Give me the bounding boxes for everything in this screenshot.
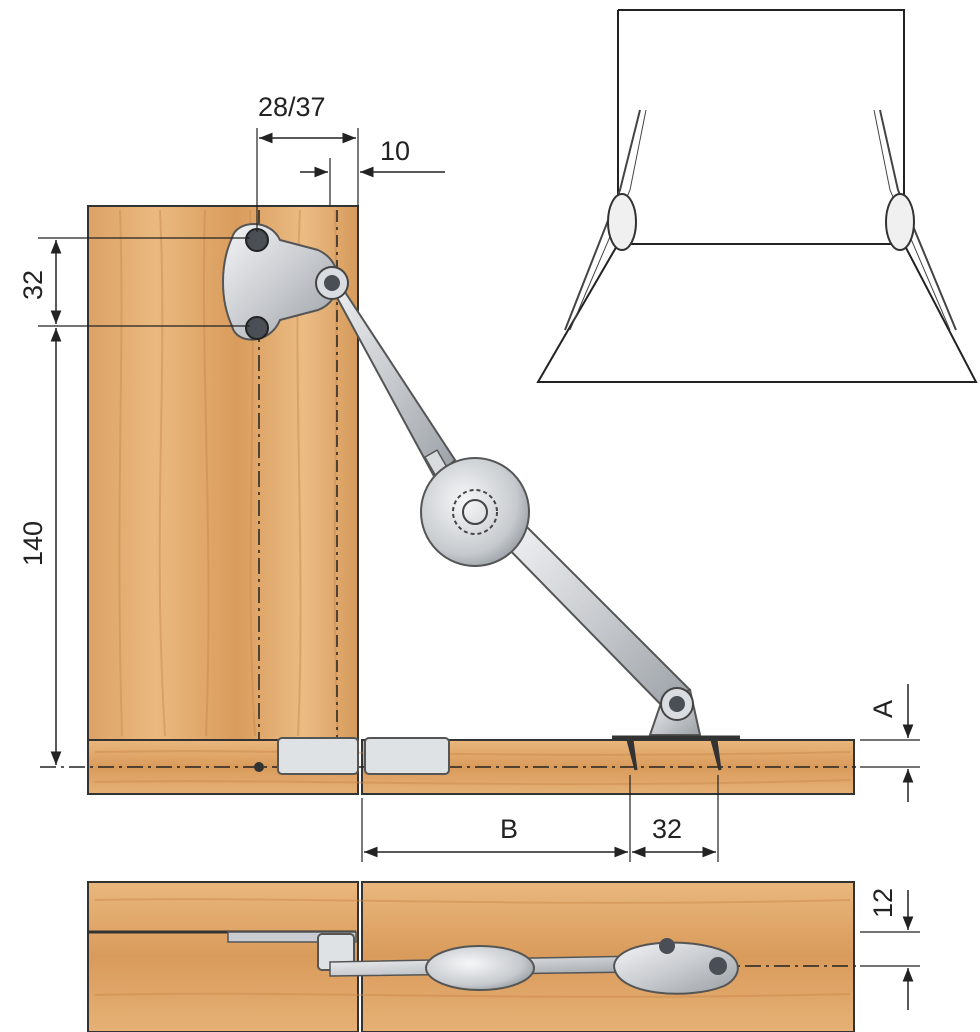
dim-edge-distance: 10 bbox=[300, 136, 445, 206]
dim-offset-top: 28/37 bbox=[256, 92, 359, 232]
upper-mount-plate bbox=[222, 223, 340, 341]
dim-hole-spacing-vertical-label: 32 bbox=[18, 270, 48, 300]
dim-hole-spacing-vertical: 32 bbox=[18, 237, 250, 327]
cabinet-schematic bbox=[536, 9, 978, 383]
dim-bottom-offset-label: 12 bbox=[868, 888, 898, 918]
dim-hole-spacing-horizontal: 32 bbox=[632, 775, 719, 862]
bottom-board bbox=[40, 737, 856, 795]
top-view-board bbox=[87, 881, 860, 1032]
dim-mount-height: 140 bbox=[18, 328, 62, 765]
dim-gap: A bbox=[860, 684, 920, 802]
dim-edge-distance-label: 10 bbox=[380, 136, 410, 166]
dim-base-offset-label: B bbox=[500, 814, 518, 844]
dim-hole-spacing-horizontal-label: 32 bbox=[652, 814, 682, 844]
dim-base-offset: B bbox=[361, 775, 631, 862]
lift-arm bbox=[315, 266, 740, 771]
dim-mount-height-label: 140 bbox=[18, 521, 48, 566]
dim-gap-label: A bbox=[868, 700, 898, 718]
dim-bottom-offset: 12 bbox=[860, 888, 920, 1010]
dim-offset-top-label: 28/37 bbox=[258, 92, 326, 122]
